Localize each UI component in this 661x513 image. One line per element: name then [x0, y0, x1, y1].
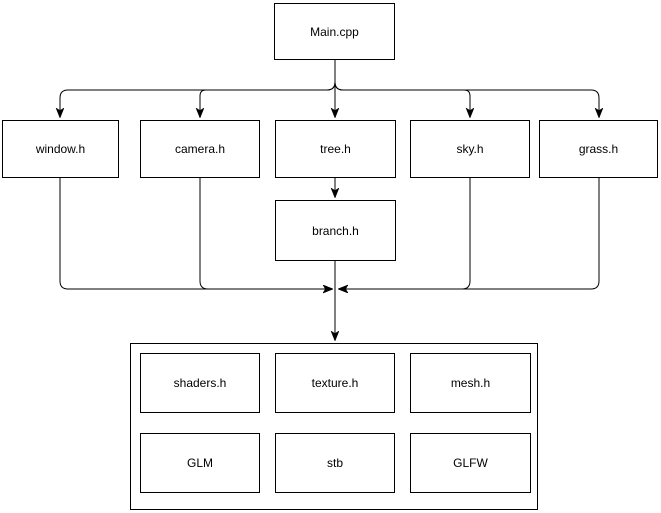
node-grass-h-label: grass.h: [578, 142, 619, 156]
node-glm-label: GLM: [186, 456, 213, 470]
edge-main-to-window: [60, 60, 336, 117]
node-shaders-h[interactable]: shaders.h: [140, 353, 260, 413]
node-branch-h[interactable]: branch.h: [275, 200, 396, 261]
node-stb-label: stb: [326, 456, 343, 470]
node-grass-h[interactable]: grass.h: [539, 120, 658, 178]
node-tree-h[interactable]: tree.h: [275, 120, 396, 178]
edge-window-to-group: [59, 178, 332, 289]
node-branch-h-label: branch.h: [312, 223, 359, 238]
node-mesh-h[interactable]: mesh.h: [410, 353, 531, 413]
edge-camera-to-group: [199, 178, 332, 289]
node-shaders-h-label: shaders.h: [173, 376, 227, 390]
edge-main-to-camera: [200, 60, 336, 117]
node-stb[interactable]: stb: [275, 433, 395, 493]
node-camera-h[interactable]: camera.h: [140, 120, 260, 178]
edge-main-to-grass: [334, 60, 599, 117]
node-glfw-label: GLFW: [453, 456, 488, 470]
node-mesh-h-label: mesh.h: [450, 376, 491, 390]
node-sky-h[interactable]: sky.h: [410, 120, 530, 178]
edge-main-to-sky: [334, 60, 470, 117]
node-glm[interactable]: GLM: [140, 433, 260, 493]
edge-grass-to-group: [339, 178, 600, 289]
node-camera-h-label: camera.h: [174, 142, 226, 156]
node-glfw[interactable]: GLFW: [410, 433, 531, 493]
node-main-cpp-label: Main.cpp: [310, 24, 359, 39]
node-texture-h-label: texture.h: [311, 376, 359, 390]
node-window-h[interactable]: window.h: [2, 120, 119, 178]
node-tree-h-label: tree.h: [320, 142, 351, 156]
node-window-h-label: window.h: [35, 142, 86, 156]
node-sky-h-label: sky.h: [456, 142, 484, 156]
node-texture-h[interactable]: texture.h: [275, 353, 395, 413]
node-main-cpp[interactable]: Main.cpp: [274, 3, 395, 60]
